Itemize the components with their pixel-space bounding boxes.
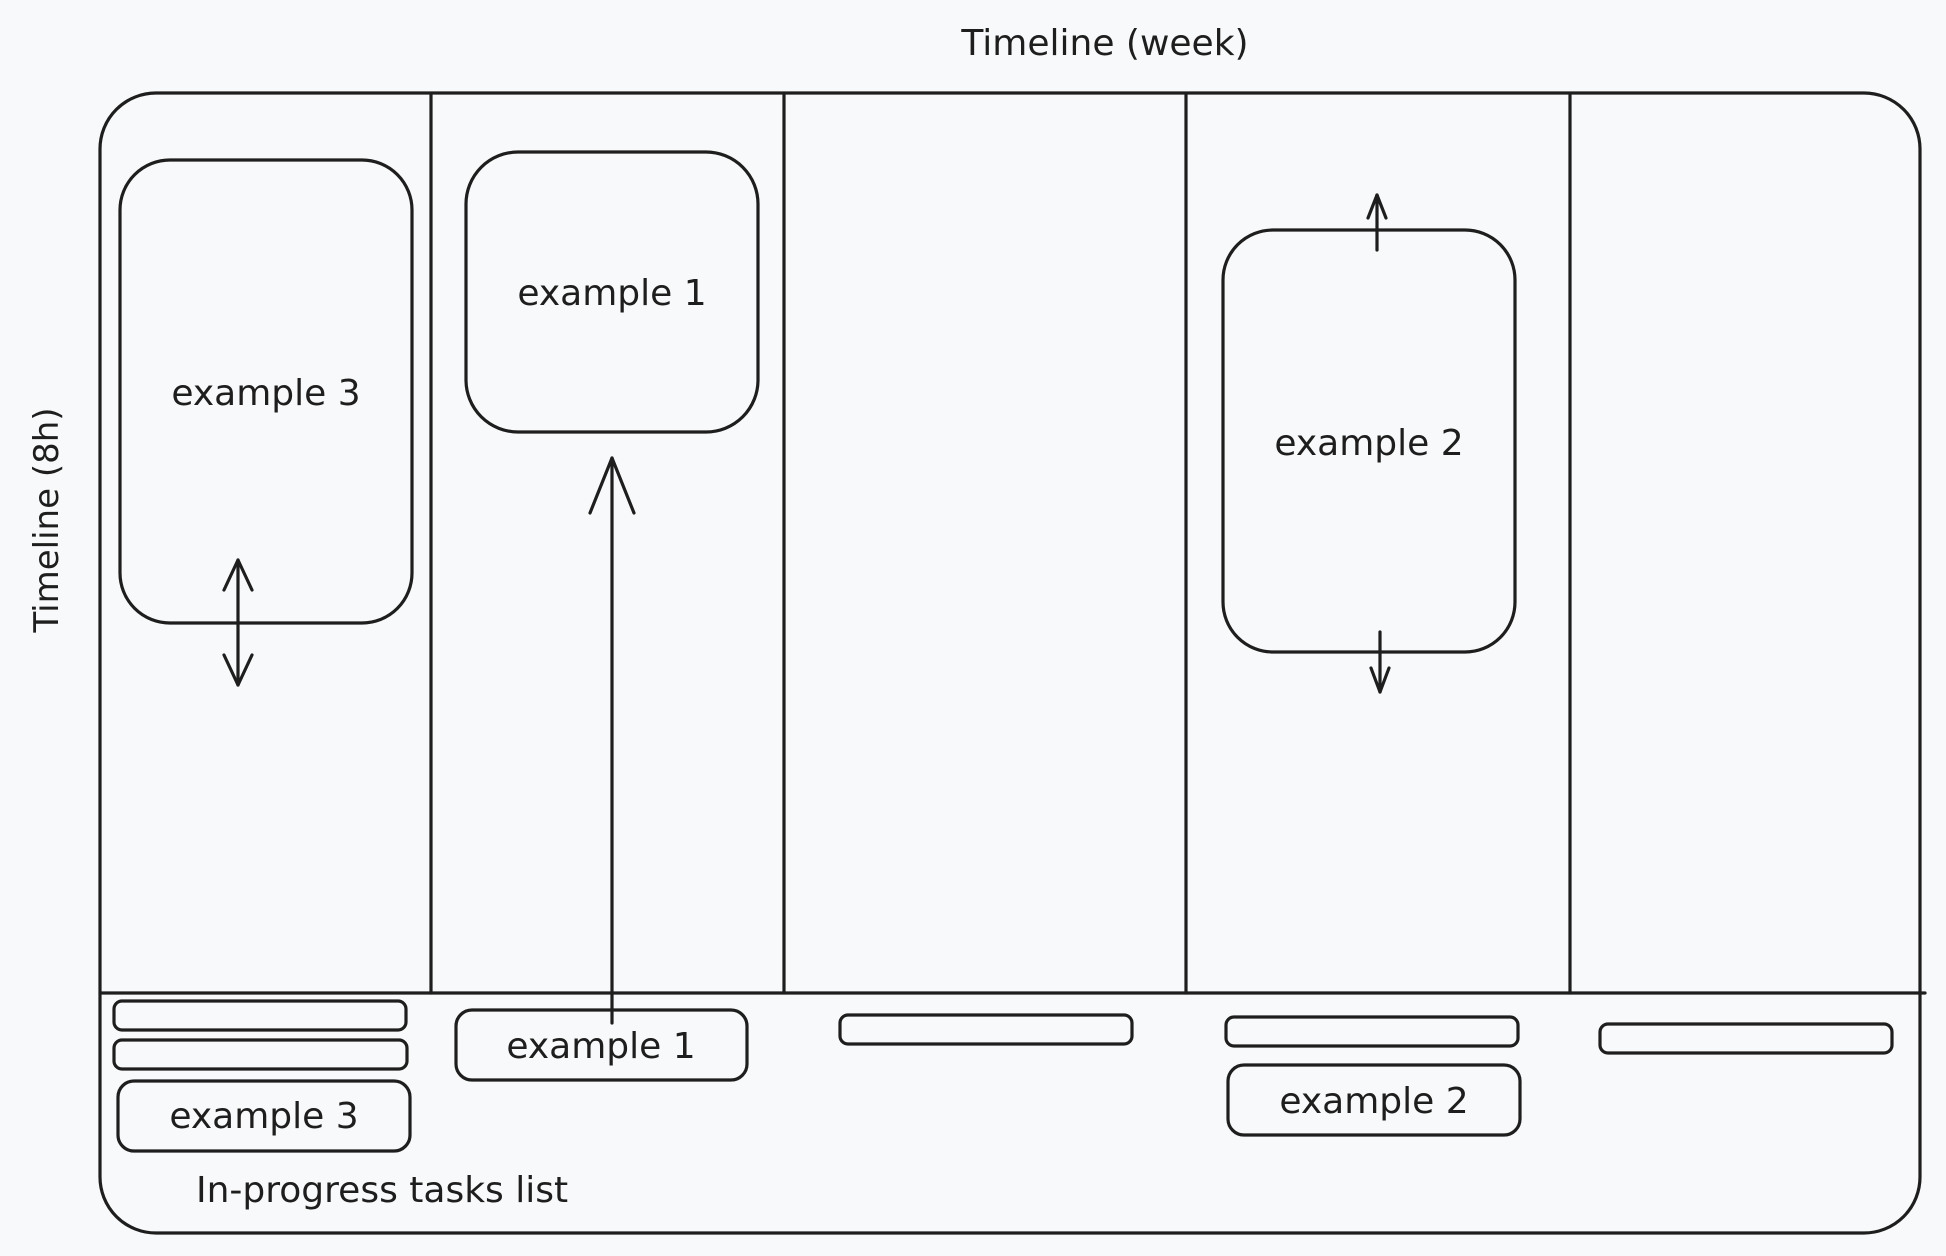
- task-card-label: example 2: [1274, 423, 1463, 464]
- list-item-placeholder[interactable]: [838, 1013, 1134, 1046]
- drag-arrow-icon: [588, 456, 636, 1025]
- y-axis-title: Timeline (8h): [27, 407, 67, 633]
- list-item-label: example 1: [506, 1026, 695, 1067]
- list-item-example-3[interactable]: example 3: [116, 1079, 412, 1153]
- x-axis-title: Timeline (week): [960, 23, 1248, 64]
- list-item-example-1[interactable]: example 1: [454, 1008, 749, 1082]
- list-item-placeholder[interactable]: [112, 1038, 409, 1071]
- list-item-label: example 2: [1279, 1081, 1468, 1122]
- in-progress-list-title: In-progress tasks list: [196, 1170, 568, 1211]
- task-card-label: example 1: [517, 273, 706, 314]
- resize-handle-icon[interactable]: [222, 558, 254, 687]
- board-frame: [98, 91, 1922, 1235]
- list-item-label: example 3: [169, 1096, 358, 1137]
- list-item-placeholder[interactable]: [1598, 1022, 1894, 1055]
- list-item-placeholder[interactable]: [1224, 1015, 1520, 1048]
- task-card-example-2[interactable]: example 2: [1221, 228, 1517, 654]
- task-card-label: example 3: [171, 373, 360, 414]
- resize-bottom-handle-icon[interactable]: [1369, 630, 1391, 694]
- list-item-placeholder[interactable]: [112, 999, 408, 1032]
- resize-top-handle-icon[interactable]: [1366, 193, 1388, 252]
- task-card-example-1[interactable]: example 1: [464, 150, 760, 434]
- task-card-example-3[interactable]: example 3: [118, 158, 414, 625]
- list-item-example-2[interactable]: example 2: [1226, 1063, 1522, 1137]
